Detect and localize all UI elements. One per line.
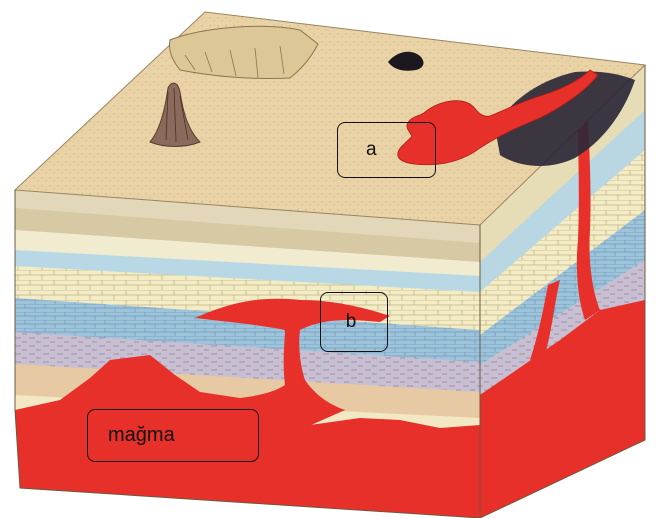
label-b: b [320,292,388,352]
label-magma: mağma [87,409,259,462]
mesa-icon [169,26,318,78]
front-face [15,190,480,518]
label-a-text: a [366,139,377,161]
label-magma-text: mağma [108,424,175,447]
label-b-text: b [346,311,357,333]
label-a: a [337,122,436,178]
